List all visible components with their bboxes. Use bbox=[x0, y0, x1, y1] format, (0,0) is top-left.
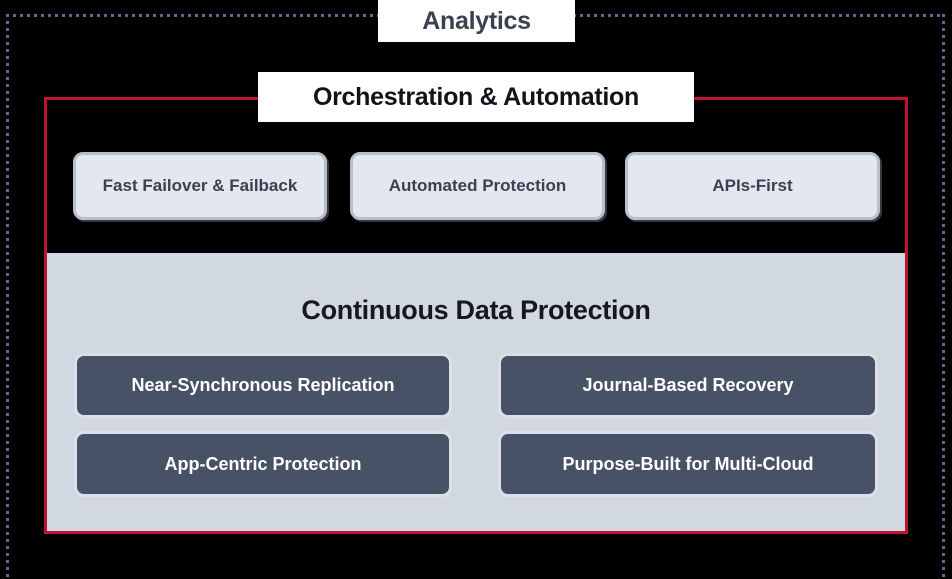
analytics-frame-left-border bbox=[6, 14, 9, 579]
feature-automated-protection: Automated Protection bbox=[350, 152, 605, 220]
feature-journal-based-recovery: Journal-Based Recovery bbox=[498, 353, 878, 418]
orchestration-automation-label: Orchestration & Automation bbox=[258, 72, 694, 122]
feature-fast-failover-failback: Fast Failover & Failback bbox=[73, 152, 327, 220]
feature-apis-first: APIs-First bbox=[625, 152, 880, 220]
feature-near-synchronous-replication: Near-Synchronous Replication bbox=[74, 353, 452, 418]
analytics-frame-right-border bbox=[942, 14, 945, 579]
feature-app-centric-protection: App-Centric Protection bbox=[74, 431, 452, 497]
continuous-data-protection-title: Continuous Data Protection bbox=[301, 295, 651, 325]
feature-purpose-built-multi-cloud: Purpose-Built for Multi-Cloud bbox=[498, 431, 878, 497]
continuous-data-protection-panel: Continuous Data Protection Near-Synchron… bbox=[47, 253, 905, 531]
analytics-label: Analytics bbox=[378, 0, 575, 42]
